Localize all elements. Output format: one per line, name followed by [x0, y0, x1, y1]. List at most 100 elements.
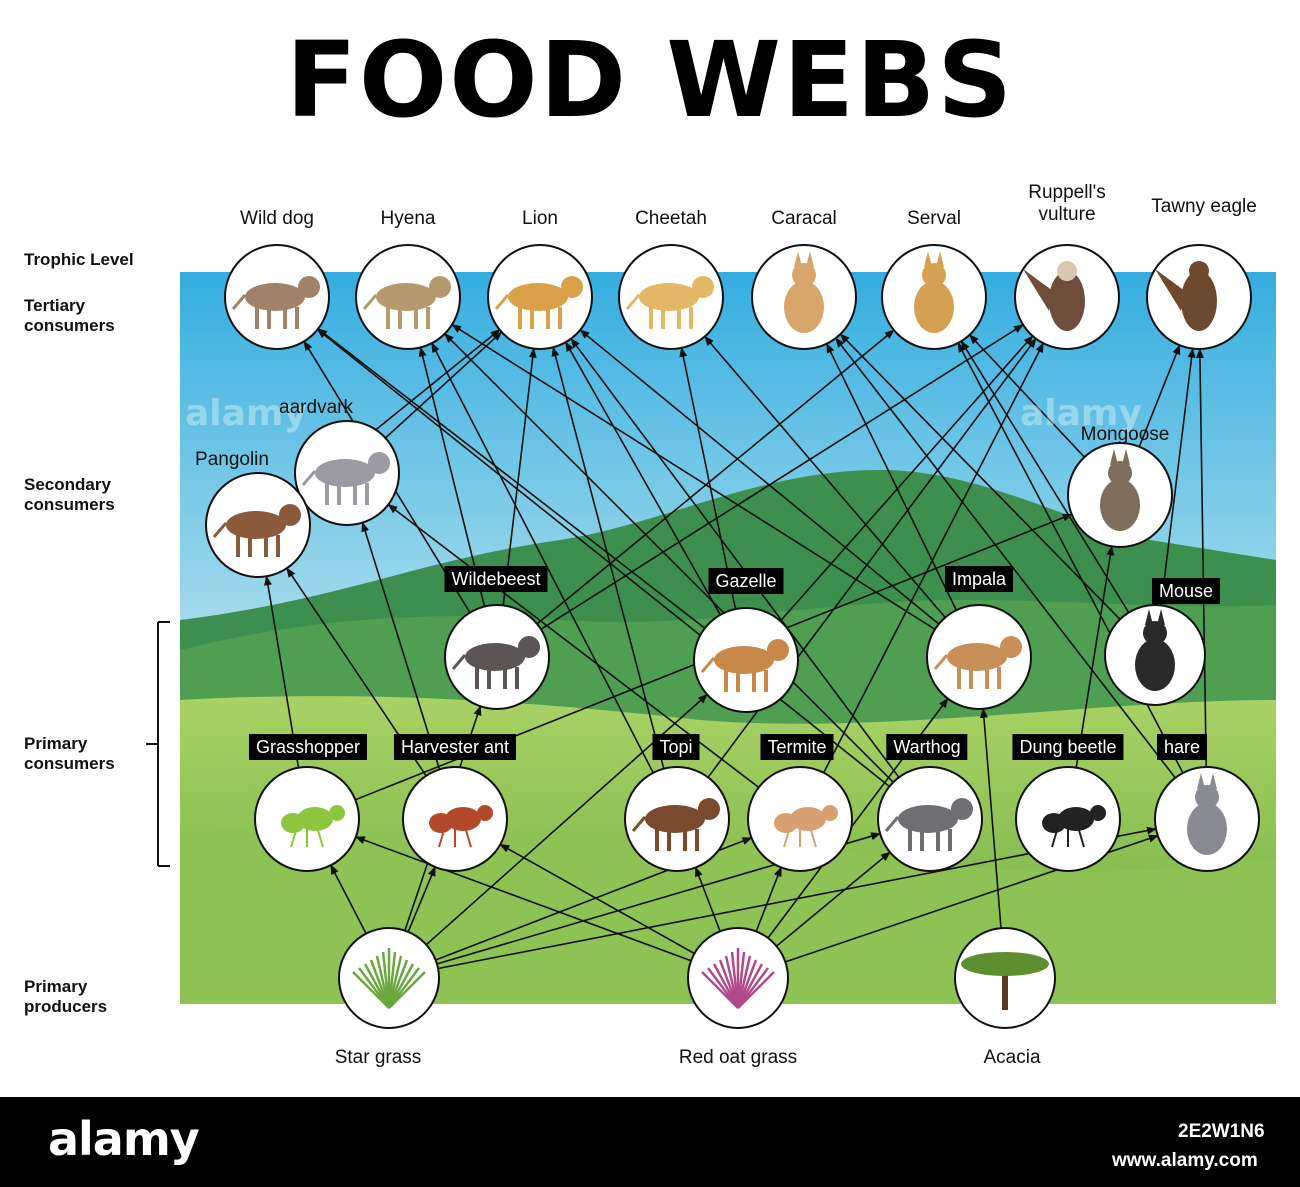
link-mouse-to-serval	[960, 340, 1130, 613]
lion-label: Lion	[522, 208, 558, 229]
aardvark-icon	[301, 452, 390, 505]
link-gazelle-to-wild-dog	[317, 328, 706, 629]
warthog-node	[877, 766, 983, 872]
beetle-icon	[1042, 805, 1106, 848]
link-impala-to-cheetah	[704, 335, 946, 619]
primary-bracket	[146, 621, 170, 867]
termite-icon	[774, 805, 838, 848]
watermark-url: www.alamy.com	[1112, 1150, 1258, 1171]
beetle-tag: Dung beetle	[1012, 734, 1124, 760]
page-title: FOOD WEBS	[285, 19, 1015, 141]
link-hare-to-caracal	[835, 337, 1176, 779]
link-star-grass-to-grasshopper	[330, 864, 367, 934]
red-oat-grass-icon	[701, 948, 775, 1009]
link-wildebeest-to-lion	[502, 347, 537, 606]
wild-dog-label: Wild dog	[240, 208, 314, 229]
link-aardvark-to-lion	[384, 331, 503, 439]
eagle-icon	[1155, 261, 1217, 331]
alamy-logo: alamy	[48, 1112, 200, 1166]
mouse-icon	[1135, 609, 1175, 691]
link-ant-to-aardvark	[361, 521, 441, 770]
lion-node	[487, 244, 593, 350]
link-red-oat-to-termite	[755, 866, 782, 932]
acacia-node	[954, 927, 1056, 1029]
mouse-node	[1104, 604, 1206, 706]
food-web-nodes	[205, 244, 1260, 1029]
termite-tag: Termite	[760, 734, 834, 760]
wild-dog-node	[224, 244, 330, 350]
impala-tag: Impala	[944, 566, 1014, 592]
hyena-label: Hyena	[380, 208, 436, 229]
vulture-node	[1014, 244, 1120, 350]
termite-node	[747, 766, 853, 872]
link-wildebeest-to-serval	[536, 329, 895, 625]
acacia-icon	[961, 952, 1049, 1010]
link-wildebeest-to-vulture	[540, 324, 1024, 630]
wild-dog-icon	[231, 276, 320, 329]
aardvark-label: aardvark	[279, 397, 353, 418]
link-warthog-to-wild-dog	[316, 328, 890, 788]
cheetah-node	[618, 244, 724, 350]
pangolin-node	[205, 472, 311, 578]
red-oat-grass-label: Red oat grass	[678, 1047, 798, 1068]
mongoose-icon	[1100, 449, 1140, 531]
svg-text:alamy: alamy	[185, 393, 307, 434]
link-mouse-to-eagle	[1160, 347, 1196, 606]
wildebeest-icon	[451, 636, 540, 689]
link-star-grass-to-ant	[407, 866, 436, 933]
link-mouse-to-caracal	[839, 333, 1121, 620]
image-id: 2E2W1N6	[1178, 1121, 1265, 1142]
ant-icon	[429, 805, 493, 848]
link-topi-to-hyena	[431, 342, 654, 774]
serval-node	[881, 244, 987, 350]
acacia-label: Acacia	[983, 1047, 1041, 1068]
gazelle-icon	[700, 639, 789, 692]
wildebeest-node	[444, 604, 550, 710]
grasshopper-icon	[281, 805, 345, 848]
pangolin-label: Pangolin	[195, 449, 269, 470]
link-topi-to-lion	[551, 346, 665, 769]
link-red-oat-to-grasshopper	[354, 836, 692, 962]
trophic-level-heading: Trophic Level	[24, 250, 134, 269]
topi-icon	[631, 798, 720, 851]
link-warthog-to-hyena	[444, 333, 894, 783]
link-red-oat-to-ant	[499, 843, 695, 955]
hare-tag: hare	[1156, 734, 1208, 760]
grasshopper-tag: Grasshopper	[248, 734, 368, 760]
link-impala-to-hyena	[451, 324, 936, 630]
topi-tag: Topi	[652, 734, 700, 760]
vulture-icon	[1023, 261, 1085, 331]
hare-node	[1154, 766, 1260, 872]
caracal-label: Caracal	[771, 208, 837, 229]
gazelle-node	[693, 607, 799, 713]
mongoose-node	[1067, 442, 1173, 548]
lion-icon	[494, 276, 583, 329]
warthog-icon	[884, 798, 973, 851]
warthog-tag: Warthog	[886, 734, 968, 760]
cheetah-label: Cheetah	[635, 208, 707, 229]
link-warthog-to-lion	[570, 337, 900, 778]
gazelle-tag: Gazelle	[708, 568, 784, 594]
link-wildebeest-to-hyena	[418, 346, 486, 607]
link-mongoose-to-eagle	[1138, 344, 1181, 447]
watermark-overlay: alamy alamy	[185, 393, 1142, 434]
ant-node	[402, 766, 508, 872]
link-beetle-to-mongoose	[1075, 545, 1115, 768]
link-gazelle-to-lion	[565, 341, 721, 616]
link-red-oat-to-warthog	[775, 851, 891, 947]
topi-node	[624, 766, 730, 872]
mongoose-label: Mongoose	[1080, 424, 1170, 445]
link-red-oat-to-topi	[694, 866, 721, 932]
grasshopper-node	[254, 766, 360, 872]
link-mongoose-to-serval	[968, 334, 1085, 458]
mouse-tag: Mouse	[1151, 578, 1221, 604]
serval-label: Serval	[907, 208, 961, 229]
ant-tag: Harvester ant	[393, 734, 517, 760]
hyena-icon	[362, 276, 451, 329]
star-grass-node	[338, 927, 440, 1029]
